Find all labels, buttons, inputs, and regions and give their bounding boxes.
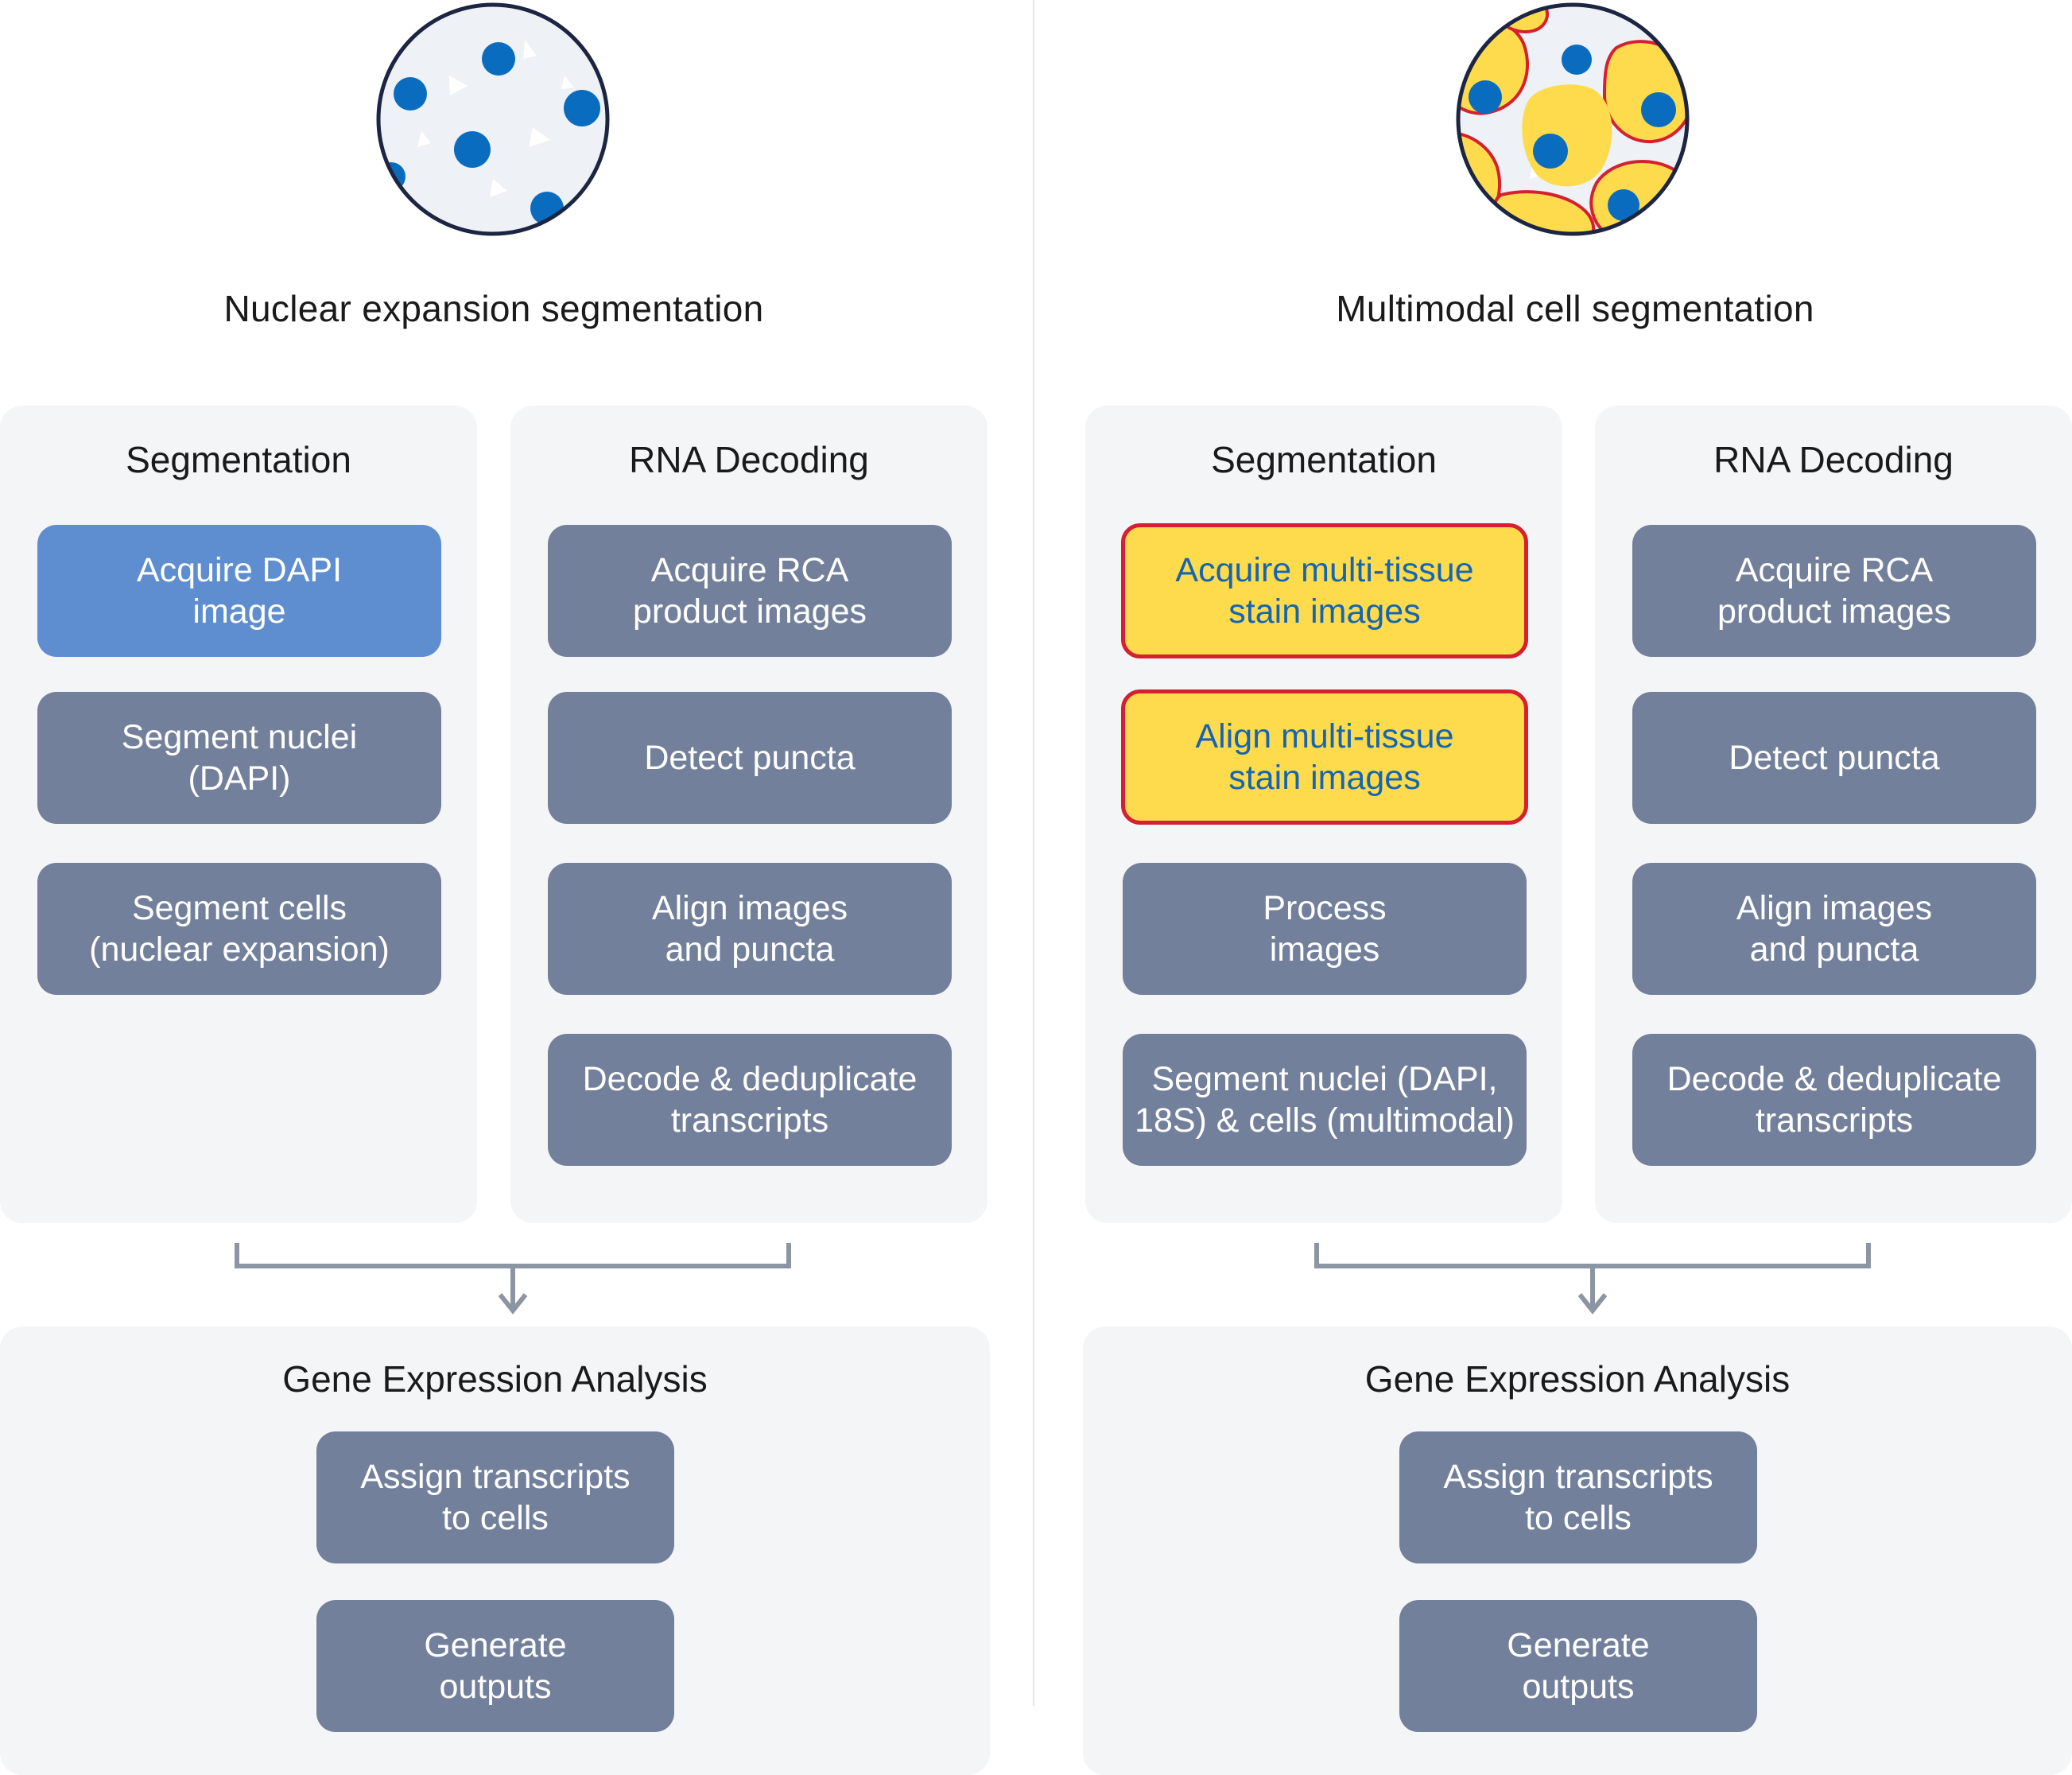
segment-nuclei-step: Segment nuclei (DAPI) [37, 692, 441, 824]
acquire-dapi-step: Acquire DAPI image [37, 525, 441, 657]
generate-outputs-step: Generate outputs [316, 1600, 674, 1732]
panel-title: Gene Expression Analysis [282, 1358, 708, 1400]
panel-title: Segmentation [1211, 439, 1437, 480]
gene-expression-panel: Gene Expression Analysis Assign transcri… [0, 1326, 990, 1775]
section-title: Nuclear expansion segmentation [223, 288, 764, 329]
segmentation-panel: Segmentation Acquire multi-tissue stain … [1085, 406, 1562, 1223]
segment-nuclei-cells-step: Segment nuclei (DAPI, 18S) & cells (mult… [1123, 1034, 1527, 1166]
gene-expression-panel: Gene Expression Analysis Assign transcri… [1083, 1326, 2072, 1775]
multimodal-cell-icon [1456, 2, 1690, 236]
acquire-multi-tissue-step: Acquire multi-tissue stain images [1121, 523, 1528, 658]
section-title: Multimodal cell segmentation [1336, 288, 1814, 329]
panel-title: RNA Decoding [1713, 439, 1954, 480]
decode-deduplicate-step: Decode & deduplicate transcripts [1632, 1034, 2036, 1166]
column-divider [1033, 0, 1034, 1706]
align-multi-tissue-step: Align multi-tissue stain images [1121, 689, 1528, 825]
panel-title: Gene Expression Analysis [1364, 1358, 1791, 1400]
segment-cells-step: Segment cells (nuclear expansion) [37, 863, 441, 995]
segmentation-panel: Segmentation Acquire DAPI image Segment … [0, 406, 477, 1223]
merge-connector [235, 1243, 791, 1315]
rna-decoding-panel: RNA Decoding Acquire RCA product images … [510, 406, 987, 1223]
generate-outputs-step: Generate outputs [1399, 1600, 1757, 1732]
acquire-rca-step: Acquire RCA product images [1632, 525, 2036, 657]
panel-title: RNA Decoding [629, 439, 869, 480]
align-images-step: Align images and puncta [1632, 863, 2036, 995]
detect-puncta-step: Detect puncta [548, 692, 952, 824]
assign-transcripts-step: Assign transcripts to cells [316, 1431, 674, 1563]
merge-connector [1314, 1243, 1871, 1315]
nuclear-expansion-icon [376, 2, 610, 236]
panel-title: Segmentation [126, 439, 351, 480]
detect-puncta-step: Detect puncta [1632, 692, 2036, 824]
process-images-step: Process images [1123, 863, 1527, 995]
rna-decoding-panel: RNA Decoding Acquire RCA product images … [1595, 406, 2072, 1223]
assign-transcripts-step: Assign transcripts to cells [1399, 1431, 1757, 1563]
acquire-rca-step: Acquire RCA product images [548, 525, 952, 657]
align-images-step: Align images and puncta [548, 863, 952, 995]
decode-deduplicate-step: Decode & deduplicate transcripts [548, 1034, 952, 1166]
